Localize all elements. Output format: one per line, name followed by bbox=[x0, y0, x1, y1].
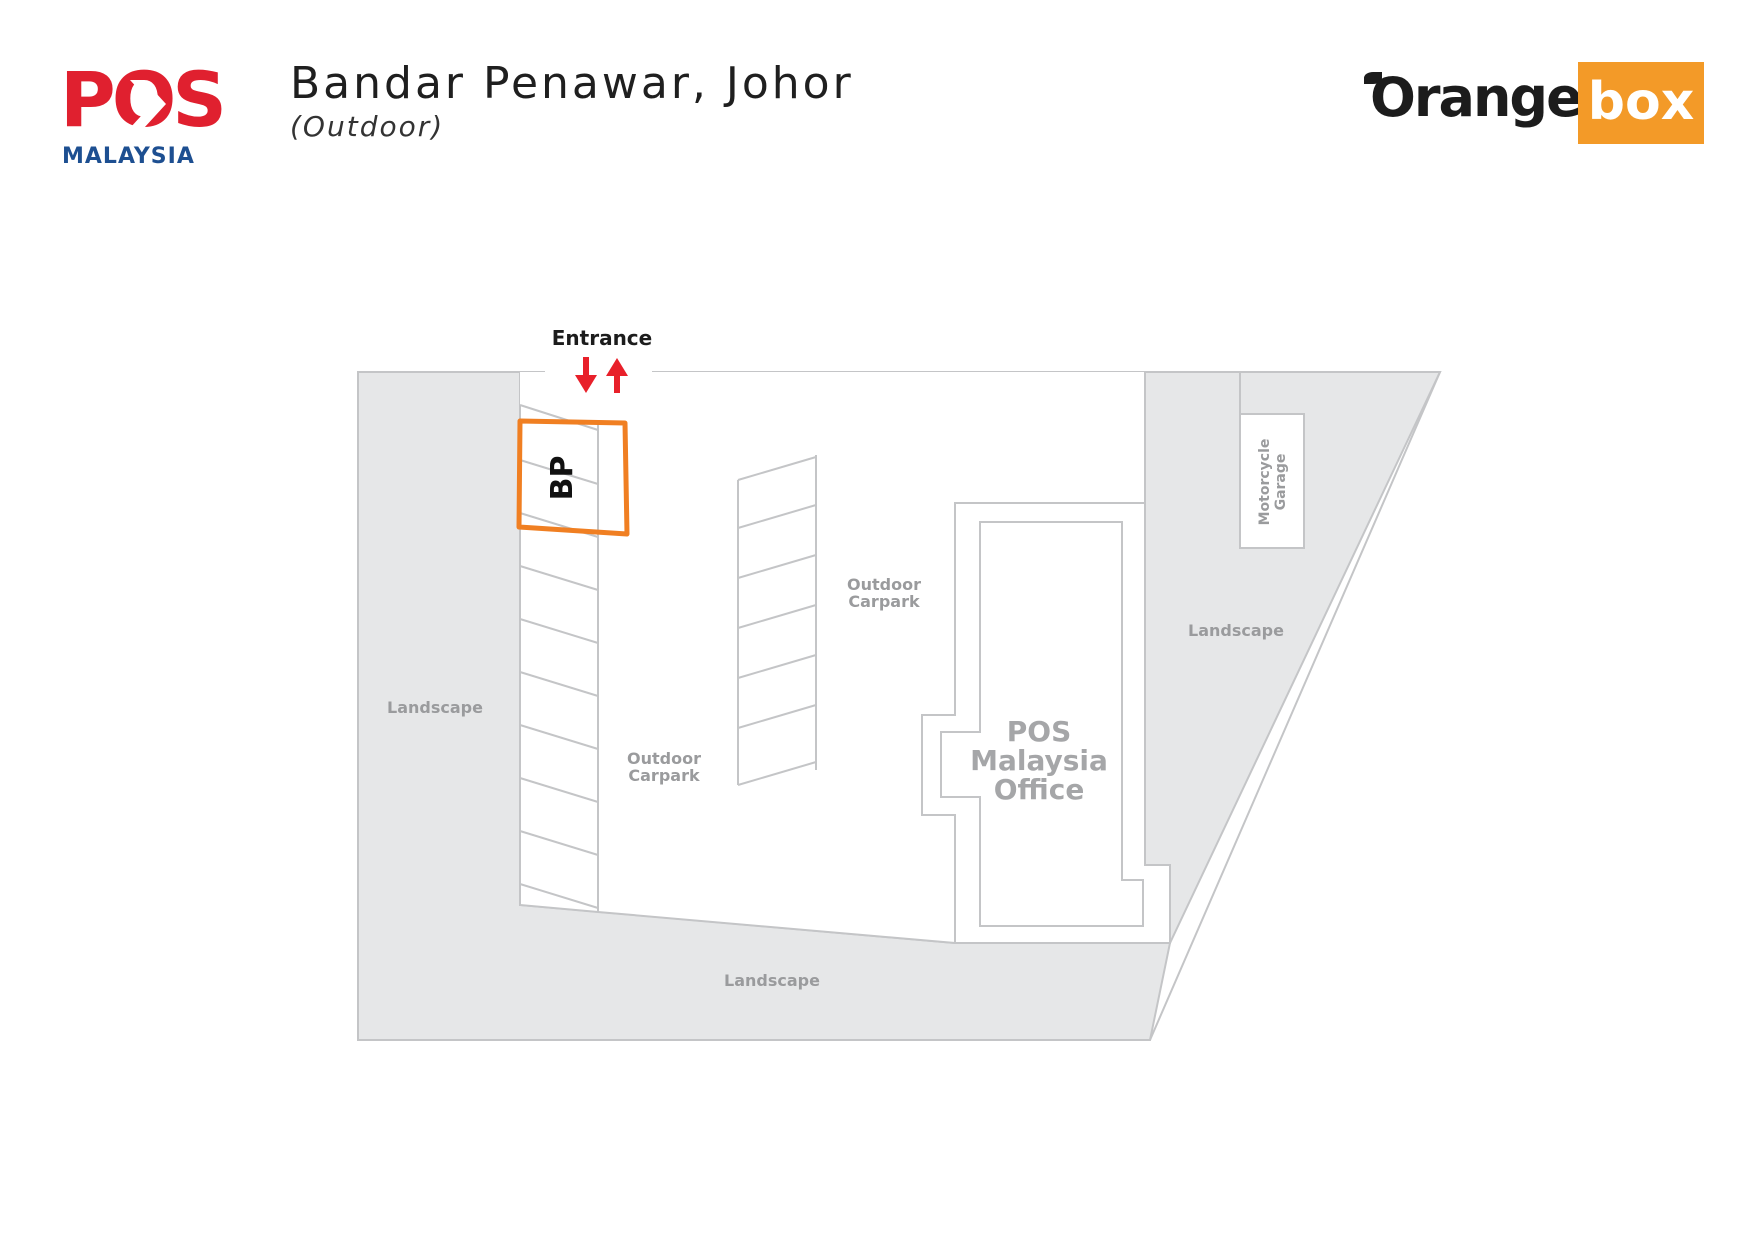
parking-bays-left bbox=[519, 404, 599, 912]
pos-office-building-inner bbox=[940, 521, 1144, 927]
carpark-area bbox=[520, 372, 1145, 943]
office-label-line3: Office bbox=[994, 773, 1085, 806]
pos-logo-subtext: MALAYSIA bbox=[62, 144, 195, 169]
orangebox-logo: Orange box bbox=[1364, 62, 1704, 146]
landscape-label-bottom: Landscape bbox=[724, 971, 820, 990]
entrance-label: Entrance bbox=[552, 326, 652, 350]
orangebox-logo-box: box bbox=[1578, 62, 1704, 144]
entrance-arrows-icon bbox=[575, 357, 628, 393]
page-title: Bandar Penawar, Johor bbox=[290, 58, 854, 109]
page-subtitle: (Outdoor) bbox=[290, 110, 445, 143]
carpark-label-right-line2: Carpark bbox=[848, 592, 920, 611]
header: POS MALAYSIA Bandar Penawar, Johor (Outd… bbox=[0, 0, 1754, 180]
parking-bays-middle bbox=[737, 455, 817, 786]
carpark-label-left-line2: Carpark bbox=[628, 766, 700, 785]
carpark-label-left-line1: Outdoor bbox=[627, 749, 701, 768]
motorcycle-garage-label-line2: Garage bbox=[1273, 454, 1289, 511]
bp-highlight-box bbox=[516, 418, 630, 537]
pos-malaysia-logo: POS MALAYSIA bbox=[60, 58, 245, 170]
site-boundary bbox=[357, 371, 1442, 1041]
landscape-label-right: Landscape bbox=[1188, 621, 1284, 640]
carpark-boundary bbox=[519, 405, 956, 944]
landscape-label-left: Landscape bbox=[387, 698, 483, 717]
bp-label: BP bbox=[545, 456, 580, 501]
orangebox-logo-text: Orange bbox=[1370, 66, 1583, 129]
carpark-label-right-line1: Outdoor bbox=[847, 575, 921, 594]
motorcycle-garage-label-line1: Motorcycle bbox=[1257, 439, 1273, 526]
leaf-icon bbox=[1364, 72, 1382, 84]
motorcycle-garage bbox=[1239, 413, 1305, 549]
office-label-line2: Malaysia bbox=[970, 744, 1108, 777]
pos-chevron-icon bbox=[130, 80, 166, 128]
office-label-line1: POS bbox=[1007, 715, 1072, 748]
